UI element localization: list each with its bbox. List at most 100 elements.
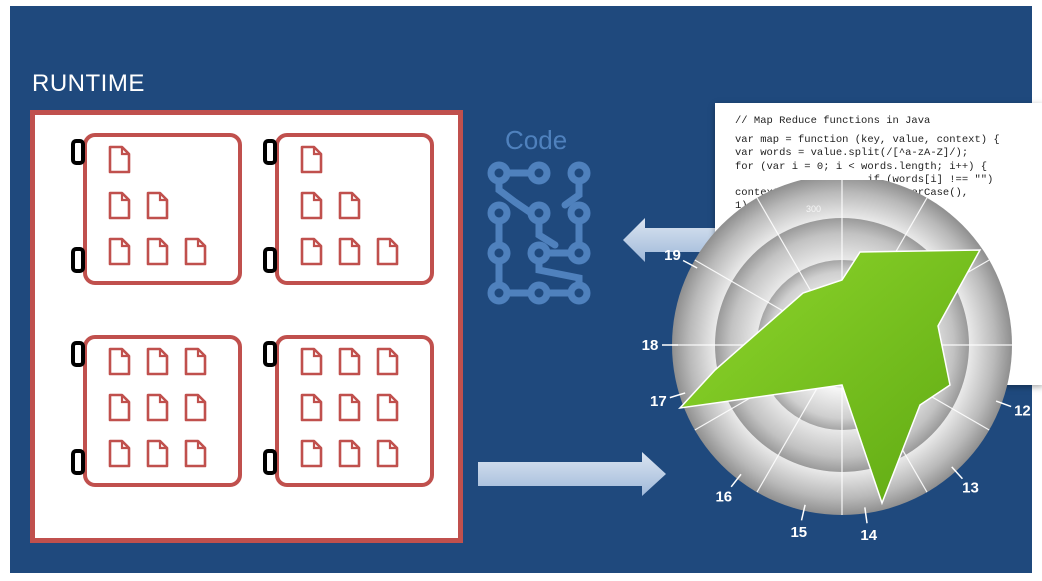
- document-fold: [196, 395, 205, 404]
- document-fold: [158, 441, 167, 450]
- document-fold: [312, 147, 321, 156]
- document-fold: [350, 239, 359, 248]
- radar-tick: [669, 392, 686, 399]
- document-fold: [388, 349, 397, 358]
- arrow-left-icon: [623, 218, 723, 262]
- radar-axis-label: 12: [1014, 403, 1031, 420]
- circuit-code-icon: [487, 161, 591, 305]
- document-icon: [300, 393, 323, 422]
- radar-tick: [995, 400, 1012, 408]
- document-fold: [120, 441, 129, 450]
- connector-icon: [263, 247, 277, 273]
- connector-icon: [71, 247, 85, 273]
- connector-icon: [71, 139, 85, 165]
- document-icon: [184, 347, 207, 376]
- document-fold: [120, 147, 129, 156]
- document-fold: [312, 349, 321, 358]
- radar-axis-label: 14: [860, 527, 877, 544]
- document-fold: [388, 441, 397, 450]
- radar-tick: [864, 507, 868, 524]
- document-fold: [158, 395, 167, 404]
- document-icon: [146, 347, 169, 376]
- radar-axis-label: 17: [650, 393, 667, 410]
- document-icon: [108, 191, 131, 220]
- arrow-right-icon: [478, 452, 666, 496]
- node-card: [83, 133, 242, 285]
- node-top-right: [263, 133, 434, 285]
- node-bottom-right: [263, 335, 434, 487]
- document-fold: [350, 193, 359, 202]
- node-top-left: [71, 133, 242, 285]
- code-line: var words = value.split(/[^a-zA-Z]/);: [735, 147, 969, 160]
- code-line: for (var i = 0; i < words.length; i++) {: [735, 160, 988, 173]
- document-icon: [376, 393, 399, 422]
- document-icon: [146, 439, 169, 468]
- document-icon: [146, 191, 169, 220]
- document-icon: [184, 237, 207, 266]
- code-label: Code: [505, 125, 568, 155]
- document-icon: [300, 145, 323, 174]
- radar-tick: [800, 504, 806, 521]
- document-fold: [120, 239, 129, 248]
- document-icon: [300, 237, 323, 266]
- code-line: var map = function (key, value, context)…: [735, 134, 1000, 147]
- code-comment: // Map Reduce functions in Java: [735, 115, 931, 127]
- document-icon: [300, 191, 323, 220]
- document-icon: [376, 347, 399, 376]
- document-icon: [338, 393, 361, 422]
- radar-axis-label: 18: [642, 337, 659, 354]
- document-icon: [146, 237, 169, 266]
- document-icon: [300, 347, 323, 376]
- radar-tick: [951, 466, 964, 480]
- document-icon: [184, 439, 207, 468]
- radar-tick: [730, 473, 742, 488]
- document-icon: [376, 237, 399, 266]
- document-fold: [158, 349, 167, 358]
- document-fold: [312, 395, 321, 404]
- document-icon: [376, 439, 399, 468]
- document-icon: [108, 237, 131, 266]
- document-icon: [338, 347, 361, 376]
- document-fold: [312, 239, 321, 248]
- document-fold: [120, 349, 129, 358]
- node-card: [275, 335, 434, 487]
- runtime-title: RUNTIME: [32, 70, 145, 97]
- radar-series-shape: [678, 249, 982, 506]
- radar-ring-label: 300: [806, 204, 821, 214]
- radar-axis-label: 16: [715, 488, 732, 505]
- document-fold: [350, 349, 359, 358]
- document-fold: [350, 441, 359, 450]
- radar-tick: [682, 259, 698, 269]
- document-icon: [300, 439, 323, 468]
- connector-icon: [71, 449, 85, 475]
- document-fold: [196, 239, 205, 248]
- code-line: if (words[i] !== ""): [735, 174, 993, 186]
- document-fold: [120, 395, 129, 404]
- document-fold: [312, 441, 321, 450]
- document-icon: [338, 191, 361, 220]
- document-fold: [388, 395, 397, 404]
- document-fold: [196, 349, 205, 358]
- node-card: [275, 133, 434, 285]
- connector-icon: [263, 341, 277, 367]
- document-fold: [120, 193, 129, 202]
- document-icon: [108, 439, 131, 468]
- document-fold: [196, 441, 205, 450]
- document-icon: [146, 393, 169, 422]
- runtime-container: [30, 110, 463, 543]
- document-fold: [350, 395, 359, 404]
- document-icon: [108, 347, 131, 376]
- document-icon: [108, 393, 131, 422]
- document-fold: [158, 193, 167, 202]
- connector-icon: [263, 139, 277, 165]
- connector-icon: [71, 341, 85, 367]
- document-fold: [388, 239, 397, 248]
- radar-axis-label: 19: [664, 247, 681, 264]
- document-fold: [312, 193, 321, 202]
- document-fold: [158, 239, 167, 248]
- document-icon: [338, 439, 361, 468]
- node-bottom-left: [71, 335, 242, 487]
- connector-icon: [263, 449, 277, 475]
